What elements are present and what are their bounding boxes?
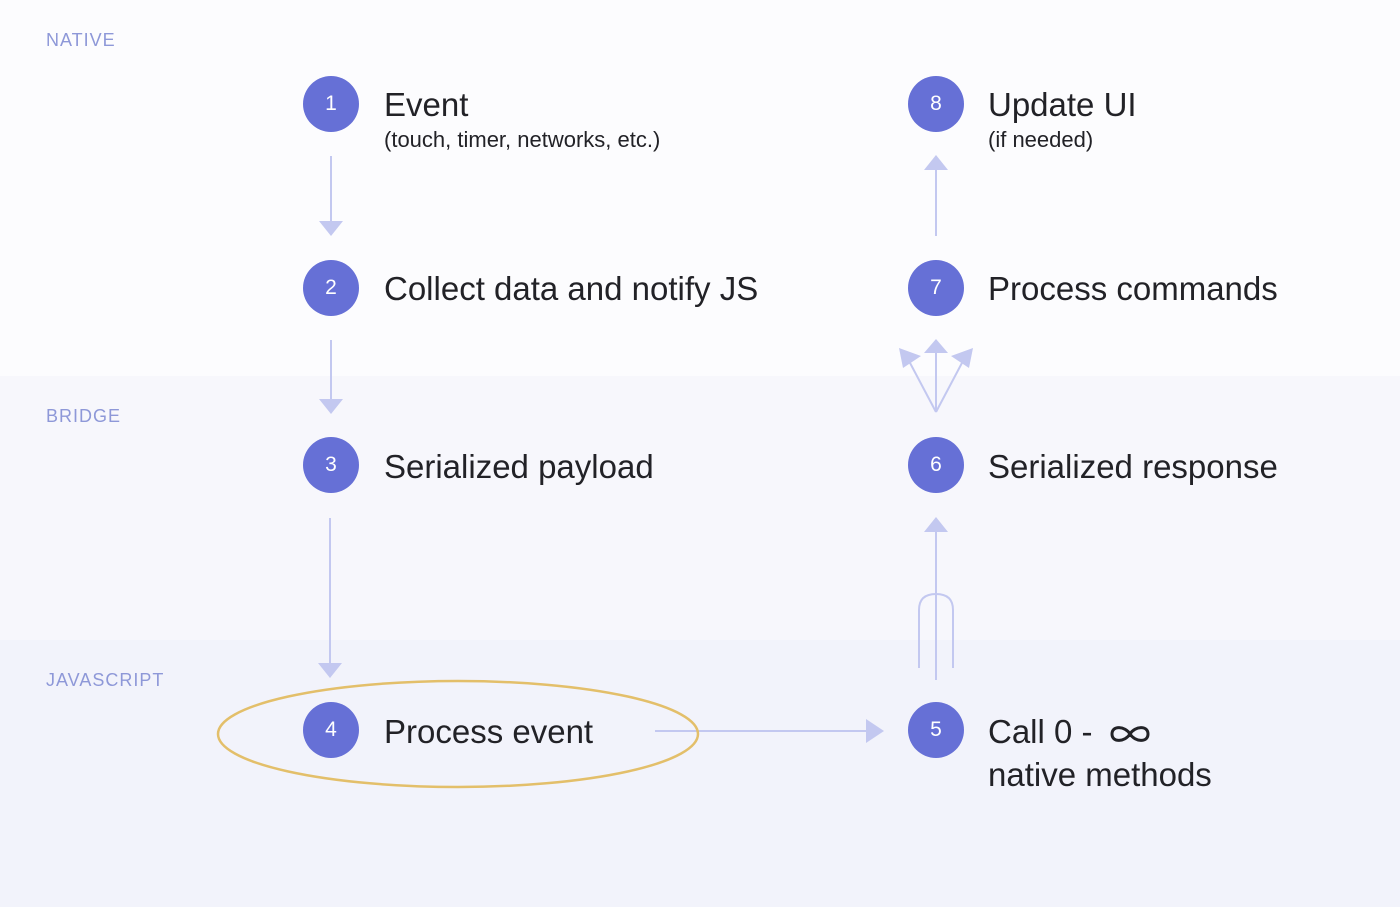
arrow-step3-to-step4 bbox=[318, 518, 342, 678]
step-5-badge: 5 bbox=[908, 702, 964, 758]
process-event-highlight bbox=[216, 679, 700, 789]
step-7-title: Process commands bbox=[988, 270, 1278, 307]
arrow-step2-to-step3 bbox=[319, 340, 343, 414]
step-6-badge: 6 bbox=[908, 437, 964, 493]
bridge-layer-label: BRIDGE bbox=[46, 406, 122, 426]
step-1-title: Event bbox=[384, 86, 469, 123]
step-3-badge: 3 bbox=[303, 437, 359, 493]
step-2-badge: 2 bbox=[303, 260, 359, 316]
native-layer-label: NATIVE bbox=[46, 30, 116, 50]
javascript-layer-label: JAVASCRIPT bbox=[46, 670, 165, 690]
javascript-layer-band bbox=[0, 640, 1400, 907]
arrow-step6-to-step7 bbox=[899, 339, 973, 413]
step-8-title: Update UI bbox=[988, 86, 1137, 123]
step-1-badge: 1 bbox=[303, 76, 359, 132]
step-1-subtitle: (touch, timer, networks, etc.) bbox=[384, 127, 661, 152]
step-2-title: Collect data and notify JS bbox=[384, 270, 759, 307]
bridge-layer-band bbox=[0, 376, 1400, 640]
arrow-step4-to-step5 bbox=[655, 719, 884, 743]
step-4-title: Process event bbox=[384, 713, 594, 750]
step-5-title-row: Call 0 - bbox=[988, 712, 1154, 752]
step-5-title: Call 0 - bbox=[988, 713, 1102, 750]
step-3-title: Serialized payload bbox=[384, 448, 654, 485]
step-8-badge: 8 bbox=[908, 76, 964, 132]
step-7-badge: 7 bbox=[908, 260, 964, 316]
step-5-subtitle: native methods bbox=[988, 756, 1212, 793]
arrow-step5-to-step6 bbox=[918, 517, 954, 680]
step-8-subtitle: (if needed) bbox=[988, 127, 1094, 152]
arrow-step1-to-step2 bbox=[319, 156, 343, 236]
native-layer-band bbox=[0, 0, 1400, 376]
step-4-badge: 4 bbox=[303, 702, 359, 758]
infinity-icon bbox=[1106, 722, 1154, 746]
step-6-title: Serialized response bbox=[988, 448, 1278, 485]
arrow-step7-to-step8 bbox=[924, 155, 948, 236]
